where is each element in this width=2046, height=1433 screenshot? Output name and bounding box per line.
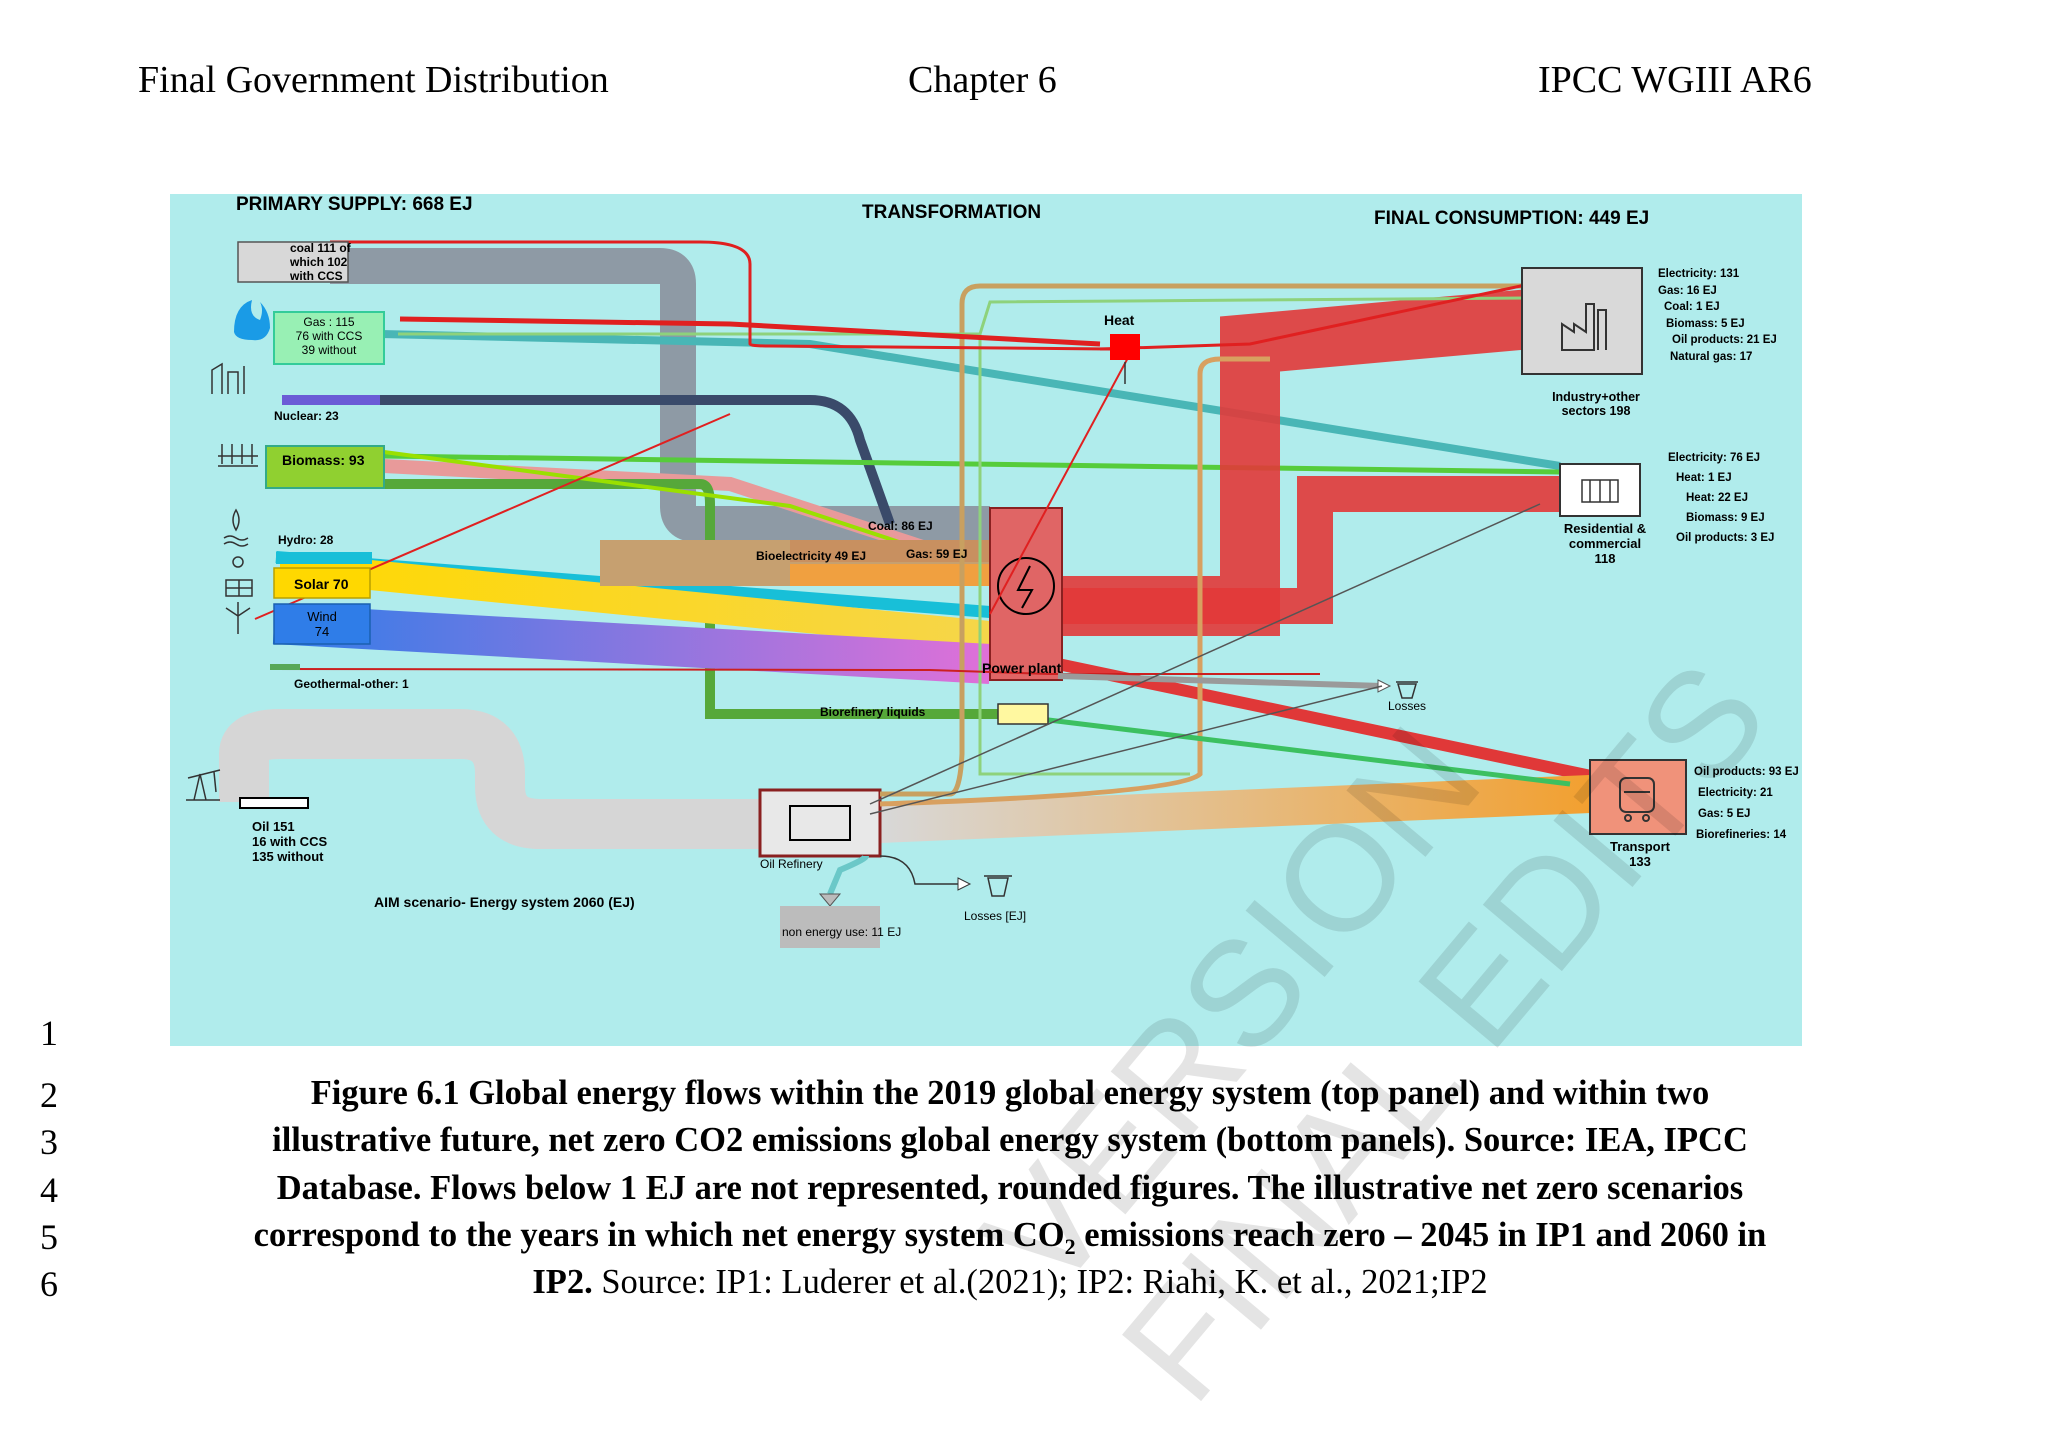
electricity-flow-industry bbox=[1058, 289, 1533, 636]
hydro-box bbox=[276, 552, 372, 564]
wind-flow bbox=[272, 604, 992, 684]
oil-products-residential bbox=[879, 356, 1270, 807]
losses-ej-label: Losses [EJ] bbox=[964, 909, 1027, 923]
gas-heat-line bbox=[399, 316, 1101, 347]
non-energy-label: non energy use: 11 EJ bbox=[782, 925, 902, 939]
nuclear-label: Nuclear: 23 bbox=[274, 409, 339, 423]
losses-ej-bin-icon bbox=[984, 875, 1012, 897]
oil-box bbox=[239, 797, 309, 809]
losses-bin-icon bbox=[1396, 681, 1418, 699]
coal-heat-line bbox=[330, 240, 1111, 351]
power-to-heat-line bbox=[989, 353, 1131, 615]
caption-line-4: correspond to the years in which net ene… bbox=[253, 1216, 1767, 1259]
header-right: IPCC WGIII AR6 bbox=[1538, 59, 1812, 101]
gas-flow-label: Gas: 59 EJ bbox=[906, 547, 968, 561]
transport-items: Oil products: 93 EJ Electricity: 21 Gas:… bbox=[1694, 766, 1799, 841]
refinery-icon bbox=[789, 805, 851, 841]
biomass-flow-biorefinery bbox=[384, 479, 1000, 719]
solar-label: Solar 70 bbox=[294, 576, 349, 592]
residential-items: Electricity: 76 EJ Heat: 1 EJ Heat: 22 E… bbox=[1668, 452, 1775, 544]
hydro-icon bbox=[223, 508, 249, 547]
header-left: Final Government Distribution bbox=[138, 59, 609, 101]
industry-label: Industry+other sectors 198 bbox=[1552, 390, 1640, 419]
coal-band bbox=[790, 540, 990, 562]
wind-label: Wind 74 bbox=[307, 609, 337, 639]
biomass-label: Biomass: 93 bbox=[282, 452, 365, 468]
hydro-label: Hydro: 28 bbox=[278, 533, 334, 547]
geothermal-line bbox=[269, 668, 1320, 675]
industry-box bbox=[1521, 267, 1643, 375]
caption-line-2: illustrative future, net zero CO2 emissi… bbox=[272, 1121, 1748, 1159]
electricity-flow-residential bbox=[1058, 476, 1560, 624]
oil-refinery-box bbox=[758, 788, 882, 858]
non-energy-box bbox=[780, 906, 880, 948]
oil-refinery-label: Oil Refinery bbox=[760, 857, 823, 871]
coal-label: coal 111 of which 102 with CCS bbox=[290, 241, 351, 283]
biomass-icon bbox=[218, 444, 258, 467]
line-number: 3 bbox=[40, 1122, 58, 1162]
factory-icon bbox=[1561, 303, 1607, 351]
sankey-flows bbox=[186, 240, 1687, 948]
losses-flow bbox=[1057, 673, 1383, 689]
gas-label: Gas : 115 76 with CCS 39 without bbox=[295, 315, 363, 357]
biorefinery-flow-transport bbox=[999, 711, 1571, 787]
caption-line-5: IP2. Source: IP1: Luderer et al.(2021); … bbox=[532, 1263, 1488, 1301]
gas-box bbox=[273, 311, 385, 365]
power-plant-box bbox=[989, 507, 1063, 681]
wind-icon bbox=[225, 602, 251, 634]
scenario-label: AIM scenario- Energy system 2060 (EJ) bbox=[374, 894, 635, 910]
oil-flow-transport bbox=[879, 775, 1591, 843]
oil-flow bbox=[219, 709, 770, 849]
line-number: 2 bbox=[40, 1075, 58, 1115]
power-plant-icon bbox=[997, 557, 1055, 615]
transformation-title: TRANSFORMATION bbox=[862, 202, 1042, 223]
gas-band bbox=[790, 564, 990, 586]
power-plant-label: Power plant bbox=[982, 660, 1062, 676]
transport-label: Transport 133 bbox=[1610, 839, 1670, 869]
heat-label: Heat bbox=[1104, 312, 1135, 328]
solar-icon bbox=[225, 556, 253, 597]
electricity-flow-transport bbox=[1056, 658, 1612, 786]
industry-items: Electricity: 131 Gas: 16 EJ Coal: 1 EJ B… bbox=[1658, 268, 1777, 363]
bus-icon bbox=[1619, 777, 1655, 822]
gas-plant-icon bbox=[211, 362, 245, 394]
line-number: 5 bbox=[40, 1217, 58, 1257]
primary-supply-title: PRIMARY SUPPLY: 668 EJ bbox=[236, 194, 473, 215]
gas-flow-residential bbox=[379, 330, 1561, 470]
residential-label: Residential & commercial 118 bbox=[1563, 521, 1647, 566]
building-icon bbox=[1581, 479, 1619, 503]
losses-label: Losses bbox=[1388, 699, 1427, 713]
nuclear-flow bbox=[380, 395, 895, 526]
coal-flow-label: Coal: 86 EJ bbox=[868, 519, 933, 533]
biorefinery-box bbox=[997, 703, 1049, 725]
biomass-flow-residential bbox=[383, 453, 1561, 475]
solar-box bbox=[273, 567, 371, 599]
caption-line-1: Figure 6.1 Global energy flows within th… bbox=[310, 1074, 1710, 1112]
final-consumption-title: FINAL CONSUMPTION: 449 EJ bbox=[1374, 208, 1650, 229]
biomass-box bbox=[265, 445, 385, 489]
caption-line-3: Database. Flows below 1 EJ are not repre… bbox=[276, 1169, 1744, 1207]
header-center: Chapter 6 bbox=[908, 59, 1057, 101]
heat-box bbox=[1110, 334, 1140, 360]
oil-products-industry bbox=[880, 283, 1525, 797]
wind-box bbox=[273, 603, 371, 645]
gas-flow-industry bbox=[398, 296, 1531, 336]
non-energy-flow bbox=[827, 854, 869, 896]
line-number: 1 bbox=[40, 1013, 58, 1053]
gas-flame-icon bbox=[234, 300, 270, 341]
coal-box bbox=[237, 241, 349, 283]
biorefinery-label: Biorefinery liquids bbox=[820, 705, 926, 719]
transport-box bbox=[1589, 759, 1687, 835]
energy-flow-figure: PRIMARY SUPPLY: 668 EJ TRANSFORMATION FI… bbox=[170, 194, 1802, 1046]
geothermal-box bbox=[270, 664, 300, 670]
line-number: 6 bbox=[40, 1264, 58, 1304]
oil-pump-icon bbox=[186, 769, 221, 801]
line-number: 4 bbox=[40, 1170, 58, 1210]
bioelectricity-label: Bioelectricity 49 EJ bbox=[756, 549, 867, 563]
oil-label: Oil 151 16 with CCS 135 without bbox=[252, 819, 328, 864]
geothermal-label: Geothermal-other: 1 bbox=[294, 677, 409, 691]
